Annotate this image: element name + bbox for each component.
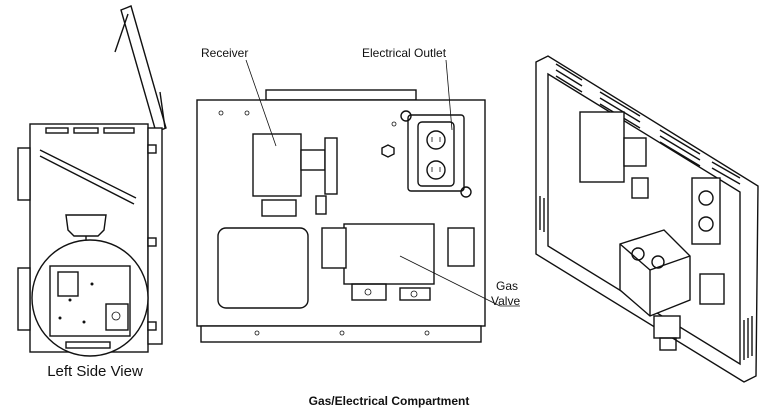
left-flange	[147, 127, 163, 345]
gas-label: Gas	[496, 279, 518, 293]
right-gas-valve	[619, 229, 691, 317]
left-side-view-label: Left Side View	[47, 363, 143, 380]
left-side-view: Left Side View	[17, 5, 167, 380]
center-front-view: Receiver Electrical Outlet Gas Valve	[196, 46, 520, 343]
electrical-outlet-label: Electrical Outlet	[362, 46, 447, 60]
right-outlet	[691, 177, 721, 245]
left-detail-circle	[31, 239, 149, 357]
right-perspective-view	[535, 55, 759, 383]
diagram-caption: Gas/Electrical Compartment	[309, 394, 470, 408]
left-lid	[120, 5, 167, 133]
valve-label: Valve	[491, 294, 520, 308]
receiver-box	[252, 133, 302, 197]
right-receiver	[579, 111, 625, 183]
left-handle	[65, 214, 107, 237]
gas-valve-body	[343, 223, 435, 285]
receiver-label: Receiver	[201, 46, 248, 60]
access-window	[217, 227, 309, 309]
